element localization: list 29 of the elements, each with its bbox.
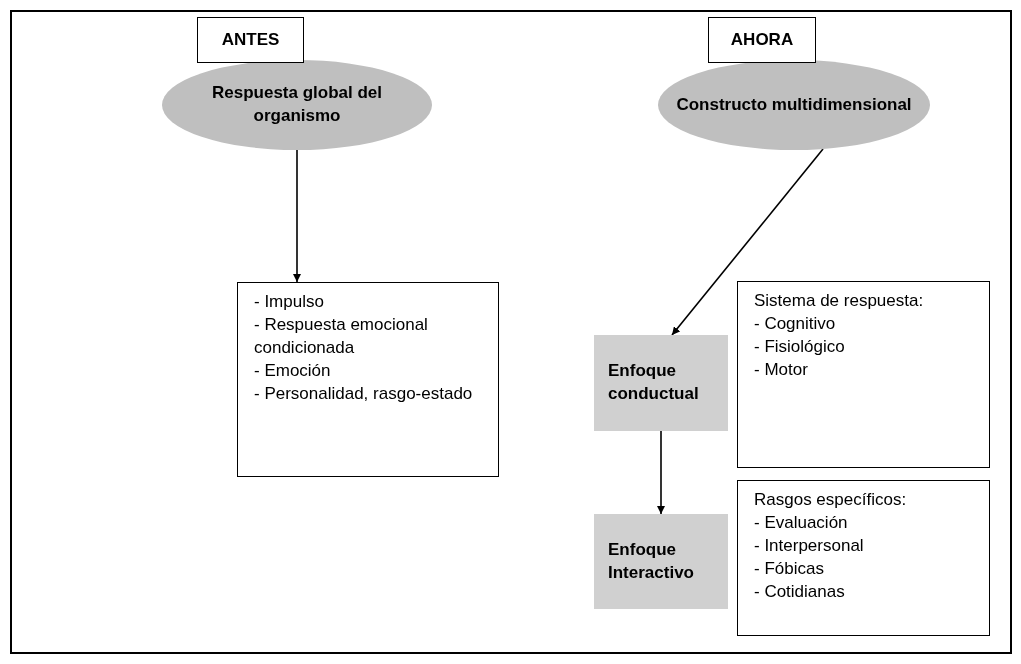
list-item: - Cotidianas [754,580,846,603]
approach-box [594,335,728,431]
node-label: AHORA [730,28,794,51]
list-item: - Impulso [254,291,325,313]
list-heading: Sistema de respuesta: [754,290,925,312]
node-label: Constructo multidimensional [676,93,912,116]
list-item: - Fisiológico [754,335,846,358]
approach-box [594,514,728,609]
list-item: - Motor [754,358,809,381]
list-heading: Rasgos específicos: [754,489,908,511]
list-item: - Respuesta emocional condicionada [254,313,429,359]
node-label: Respuesta global del organismo [210,82,383,127]
list-item: - Evaluación [754,511,849,534]
list-item: - Personalidad, rasgo-estado [254,382,474,405]
label-box [197,17,304,63]
arrow [671,148,824,336]
node-label: Enfoque Interactivo [608,538,695,584]
list-box [737,281,990,468]
node-label: ANTES [221,28,280,51]
list-item: - Interpersonal [754,534,865,557]
list-item: - Emoción [254,359,332,382]
list-item: - Cognitivo [754,312,837,335]
arrow [657,430,665,515]
node-label: Enfoque conductual [608,360,700,405]
list-item: - Fóbicas [754,557,825,580]
list-box [737,480,990,636]
label-box [708,17,816,63]
list-box [237,282,499,477]
arrow [293,149,301,283]
